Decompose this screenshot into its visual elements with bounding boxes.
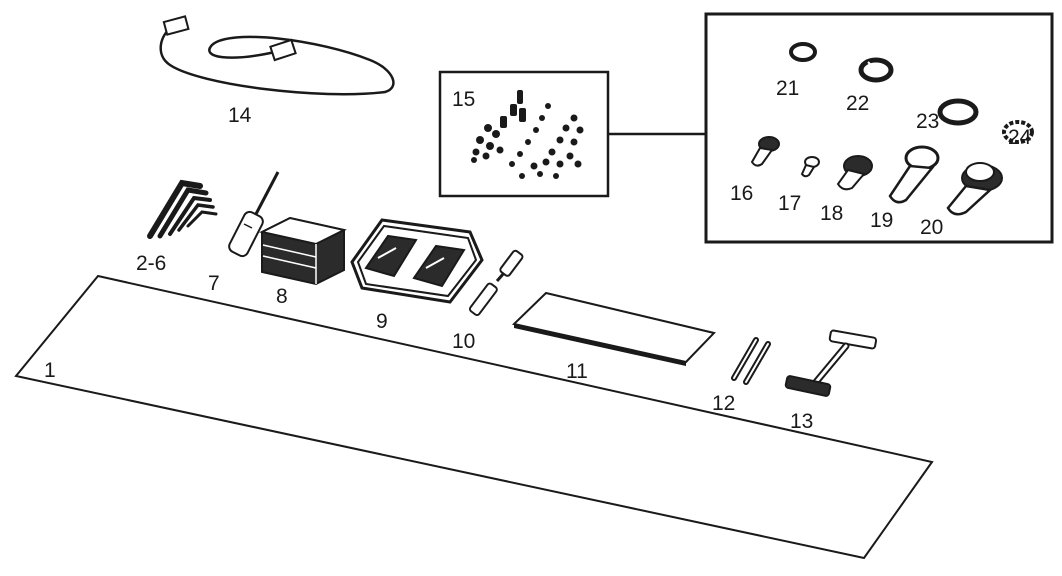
part-20-flange-bolt bbox=[946, 162, 1003, 216]
part-10-rod-tool bbox=[468, 249, 524, 316]
label-21: 21 bbox=[776, 77, 799, 100]
part-11-plate bbox=[511, 291, 716, 366]
label-17: 17 bbox=[778, 192, 801, 215]
label-22: 22 bbox=[846, 92, 869, 115]
part-8-pad-stack bbox=[259, 216, 347, 286]
part-7-screwdriver bbox=[228, 171, 280, 258]
label-20: 20 bbox=[920, 216, 943, 239]
part-13-t-handle bbox=[784, 329, 878, 397]
label-16: 16 bbox=[730, 182, 753, 205]
part-16-screw bbox=[750, 136, 780, 167]
label-19: 19 bbox=[870, 209, 893, 232]
part-21-flat-washer bbox=[789, 42, 817, 62]
label-13: 13 bbox=[790, 410, 813, 433]
part-23-large-washer bbox=[937, 98, 979, 126]
label-2-6: 2-6 bbox=[136, 252, 166, 275]
part-19-bolt bbox=[888, 145, 940, 204]
label-8: 8 bbox=[276, 285, 288, 308]
label-23: 23 bbox=[916, 110, 939, 133]
label-14: 14 bbox=[228, 104, 252, 127]
part-1-sheet bbox=[14, 274, 934, 560]
part-24-star-washer bbox=[1002, 120, 1034, 144]
label-15: 15 bbox=[452, 88, 475, 111]
part-12-pins bbox=[731, 337, 771, 385]
part-labels: 1 2-6 7 8 9 10 11 12 13 14 15 16 17 18 1… bbox=[44, 77, 1032, 433]
label-9: 9 bbox=[376, 310, 388, 333]
part-22-lock-washer bbox=[858, 57, 894, 83]
part-17-small-screw bbox=[800, 156, 820, 178]
part-2-6-hex-keys bbox=[147, 179, 218, 239]
label-24: 24 bbox=[1008, 126, 1032, 149]
label-12: 12 bbox=[712, 392, 735, 415]
part-14-cable bbox=[159, 15, 395, 96]
label-10: 10 bbox=[452, 330, 475, 353]
part-15-hardware-box bbox=[438, 70, 610, 198]
label-11: 11 bbox=[566, 360, 588, 383]
part-9-foot-switch bbox=[350, 218, 484, 304]
label-7: 7 bbox=[208, 272, 220, 295]
label-1: 1 bbox=[44, 359, 56, 382]
label-18: 18 bbox=[820, 202, 843, 225]
hardware-detail-box bbox=[704, 12, 1054, 244]
part-18-cap-screw bbox=[836, 155, 873, 191]
